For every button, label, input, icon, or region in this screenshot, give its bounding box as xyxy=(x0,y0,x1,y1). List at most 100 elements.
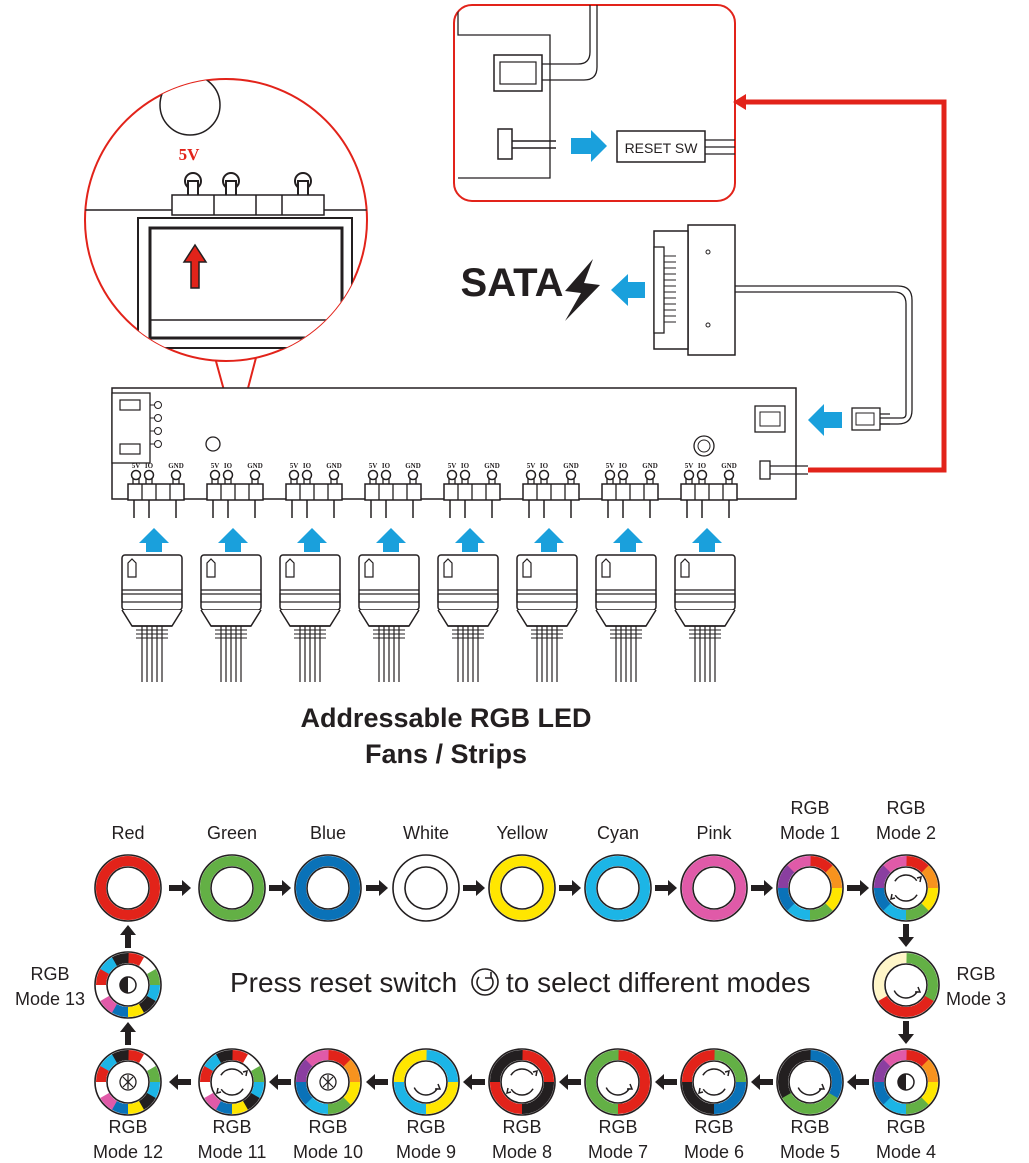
pin-label: 5V xyxy=(132,462,141,470)
mode-label: Mode 6 xyxy=(684,1142,744,1162)
fans-strips-title-line2: Fans / Strips xyxy=(365,739,527,769)
reset-switch-cable xyxy=(744,99,947,473)
mode-label: Green xyxy=(207,823,257,843)
mode-label: Mode 10 xyxy=(293,1142,363,1162)
arrow-icon xyxy=(463,880,485,896)
mode-label: Mode 12 xyxy=(93,1142,163,1162)
mode-label: RGB xyxy=(886,1117,925,1137)
mode-label: RGB xyxy=(790,1117,829,1137)
mode-label: Mode 2 xyxy=(876,823,936,843)
mode-label: RGB xyxy=(956,964,995,984)
mode-ring xyxy=(872,951,940,1019)
argb-plug-7 xyxy=(595,554,657,682)
mode-label: Yellow xyxy=(496,823,548,843)
mode-label: Mode 1 xyxy=(780,823,840,843)
pin-label: GND xyxy=(484,462,500,470)
mode-label: Cyan xyxy=(597,823,639,843)
arrow-icon xyxy=(751,1074,773,1090)
arrow-icon xyxy=(366,1074,388,1090)
blue-arrow-icon xyxy=(613,528,643,552)
blue-arrow-icon xyxy=(455,528,485,552)
pin-label: 5V xyxy=(527,462,536,470)
mode-label: RGB xyxy=(502,1117,541,1137)
blue-arrow-icon xyxy=(297,528,327,552)
mode-ring xyxy=(294,1048,362,1116)
mode-green: Green xyxy=(198,823,266,922)
pin-label: GND xyxy=(563,462,579,470)
arrow-icon xyxy=(847,1074,869,1090)
mode-ring xyxy=(392,1048,460,1116)
mode-rgb-mode-5: RGB Mode 5 xyxy=(776,1048,844,1162)
blue-arrow-icon xyxy=(534,528,564,552)
argb-plug-4 xyxy=(358,554,420,682)
argb-header-7: 5V IO GND xyxy=(595,462,659,682)
mode-ring xyxy=(488,854,556,922)
pin-label: 5V xyxy=(606,462,615,470)
mode-yellow: Yellow xyxy=(488,823,556,922)
argb-header-1: 5V IO GND xyxy=(121,462,185,682)
mode-blue: Blue xyxy=(294,823,362,922)
mode-label: RGB xyxy=(694,1117,733,1137)
pin-label: GND xyxy=(168,462,184,470)
pin-label: 5V xyxy=(211,462,220,470)
pin-label: IO xyxy=(461,462,470,470)
instruction-text: Press reset switch xyxy=(230,967,457,998)
mode-ring xyxy=(584,854,652,922)
mode-label: Mode 5 xyxy=(780,1142,840,1162)
mode-ring xyxy=(584,1048,652,1116)
blue-arrow-icon xyxy=(611,274,645,306)
mode-label: White xyxy=(403,823,449,843)
mode-ring xyxy=(392,854,460,922)
argb-plug-5 xyxy=(437,554,499,682)
insert-direction-arrow-icon xyxy=(182,243,208,289)
mode-label: Mode 13 xyxy=(15,989,85,1009)
mode-ring xyxy=(198,1048,266,1116)
mode-ring xyxy=(680,854,748,922)
mode-red: Red xyxy=(94,823,162,922)
arrow-icon xyxy=(655,1074,677,1090)
mode-label: RGB xyxy=(406,1117,445,1137)
pin-label: 5V xyxy=(685,462,694,470)
pin-label: IO xyxy=(619,462,628,470)
mode-white: White xyxy=(392,823,460,922)
arrow-icon xyxy=(120,1022,136,1045)
lightning-bolt-icon xyxy=(565,259,600,321)
arrow-icon xyxy=(269,1074,291,1090)
mode-label: RGB xyxy=(308,1117,347,1137)
pin-label: IO xyxy=(540,462,549,470)
pin-label: GND xyxy=(642,462,658,470)
mode-ring xyxy=(294,854,362,922)
mode-ring xyxy=(198,854,266,922)
sata-label: SATA xyxy=(461,261,564,305)
argb-plug-3 xyxy=(279,554,341,682)
mode-ring xyxy=(872,1048,940,1116)
mode-label: Red xyxy=(111,823,144,843)
arrow-icon xyxy=(847,880,869,896)
argb-plug-1 xyxy=(121,554,183,682)
mode-rgb-mode-6: RGB Mode 6 xyxy=(680,1048,748,1162)
arrow-icon xyxy=(463,1074,485,1090)
pin-label: GND xyxy=(405,462,421,470)
mode-label: Mode 11 xyxy=(198,1142,267,1162)
pin-label: GND xyxy=(247,462,263,470)
mode-pink: Pink xyxy=(680,823,748,922)
pin-label: IO xyxy=(145,462,154,470)
arrow-icon xyxy=(120,925,136,948)
fans-strips-title-line1: Addressable RGB LED xyxy=(300,703,591,733)
blue-arrow-icon xyxy=(692,528,722,552)
blue-arrow-icon xyxy=(808,404,842,436)
blue-arrow-icon xyxy=(571,130,607,162)
mode-rgb-mode-3: RGB Mode 3 xyxy=(872,951,1006,1019)
mode-label: Mode 3 xyxy=(946,989,1006,1009)
argb-plug-8 xyxy=(674,554,736,682)
